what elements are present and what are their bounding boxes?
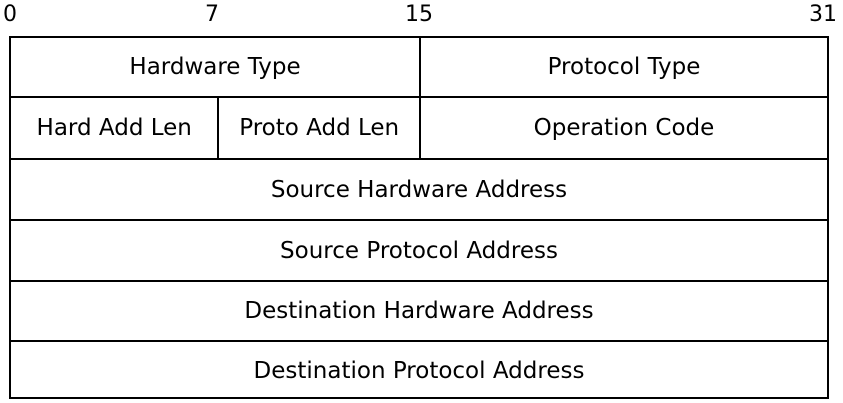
destination-hardware-address-field: Destination Hardware Address <box>244 298 594 324</box>
hardware-type-field: Hardware Type <box>129 54 301 80</box>
packet-row: Destination Protocol Address <box>11 340 827 399</box>
packet-row: Source Protocol Address <box>11 219 827 280</box>
protocol-address-length-field: Proto Add Len <box>217 98 419 158</box>
packet-row: Source Hardware Address <box>11 158 827 219</box>
bit-label-7: 7 <box>205 2 219 27</box>
bit-label-15: 15 <box>405 2 433 27</box>
protocol-type-field: Protocol Type <box>419 38 827 96</box>
hardware-address-length-field: Hard Add Len <box>36 115 192 141</box>
destination-protocol-address-field: Destination Protocol Address <box>253 357 585 384</box>
bit-label-31: 31 <box>809 2 837 27</box>
packet-row: Destination Hardware Address <box>11 280 827 340</box>
source-hardware-address-field: Source Hardware Address <box>270 176 568 203</box>
packet-row: Hardware Type Protocol Type <box>11 38 827 96</box>
arp-packet-format-table: Hardware Type Protocol Type Hard Add Len… <box>9 36 829 399</box>
bit-label-0: 0 <box>3 2 17 27</box>
source-protocol-address-field: Source Protocol Address <box>280 237 558 264</box>
operation-code-field: Operation Code <box>418 98 827 158</box>
packet-row: Hard Add Len Proto Add Len Operation Cod… <box>11 96 827 158</box>
